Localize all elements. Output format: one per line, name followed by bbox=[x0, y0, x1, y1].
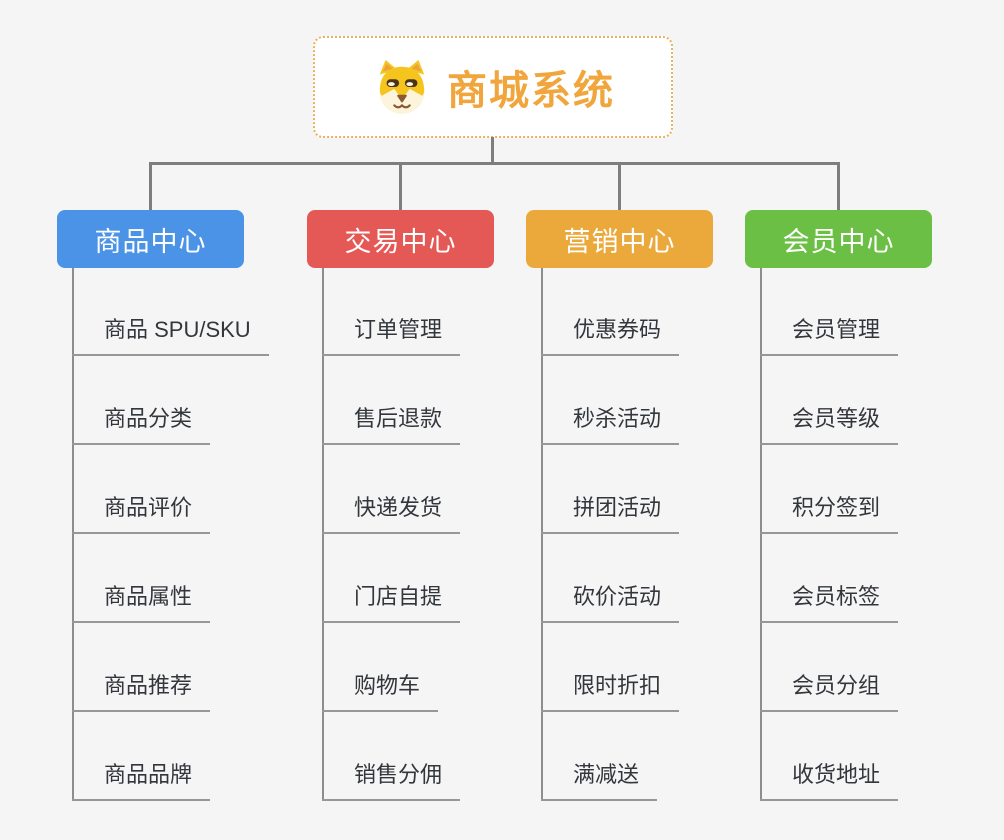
leaf-label: 售后退款 bbox=[354, 406, 443, 431]
connector-child-line bbox=[322, 268, 324, 801]
connector-drop bbox=[149, 162, 152, 210]
connector-drop bbox=[399, 162, 402, 210]
leaf-node[interactable]: 会员等级 bbox=[760, 399, 899, 445]
leaf-label: 积分签到 bbox=[792, 495, 881, 520]
connector-child-line bbox=[541, 268, 543, 801]
leaf-node[interactable]: 限时折扣 bbox=[541, 666, 680, 712]
leaf-node[interactable]: 商品 SPU/SKU bbox=[72, 310, 269, 356]
leaf-label: 商品推荐 bbox=[104, 673, 193, 698]
leaf-label: 销售分佣 bbox=[354, 762, 443, 787]
leaf-node[interactable]: 销售分佣 bbox=[322, 755, 461, 801]
branch-label: 商品中心 bbox=[94, 226, 207, 257]
root-title: 商城系统 bbox=[447, 69, 615, 113]
leaf-node[interactable]: 快递发货 bbox=[322, 488, 461, 534]
leaf-label: 会员标签 bbox=[792, 584, 881, 609]
leaf-label: 商品 SPU/SKU bbox=[104, 317, 251, 342]
connector-drop bbox=[618, 162, 621, 210]
branch-label: 交易中心 bbox=[344, 226, 457, 257]
connector-bus bbox=[149, 162, 840, 165]
leaf-label: 购物车 bbox=[354, 673, 421, 698]
leaf-label: 商品评价 bbox=[104, 495, 193, 520]
branch-box-3[interactable]: 营销中心 bbox=[526, 210, 713, 268]
leaf-node[interactable]: 收货地址 bbox=[760, 755, 899, 801]
leaf-node[interactable]: 商品品牌 bbox=[72, 755, 211, 801]
leaf-node[interactable]: 优惠券码 bbox=[541, 310, 680, 356]
leaf-node[interactable]: 会员管理 bbox=[760, 310, 899, 356]
leaf-node[interactable]: 秒杀活动 bbox=[541, 399, 680, 445]
leaf-node[interactable]: 商品分类 bbox=[72, 399, 211, 445]
leaf-node[interactable]: 商品推荐 bbox=[72, 666, 211, 712]
branch-label: 会员中心 bbox=[782, 226, 895, 257]
leaf-label: 限时折扣 bbox=[573, 673, 662, 698]
leaf-label: 砍价活动 bbox=[573, 584, 662, 609]
leaf-label: 商品品牌 bbox=[104, 762, 193, 787]
leaf-node[interactable]: 积分签到 bbox=[760, 488, 899, 534]
leaf-label: 会员分组 bbox=[792, 673, 881, 698]
leaf-node[interactable]: 售后退款 bbox=[322, 399, 461, 445]
leaf-label: 收货地址 bbox=[792, 762, 881, 787]
leaf-node[interactable]: 满减送 bbox=[541, 755, 658, 801]
leaf-label: 秒杀活动 bbox=[573, 406, 662, 431]
leaf-label: 满减送 bbox=[573, 762, 640, 787]
connector-drop bbox=[837, 162, 840, 210]
leaf-label: 拼团活动 bbox=[573, 495, 662, 520]
leaf-node[interactable]: 购物车 bbox=[322, 666, 439, 712]
connector-child-line bbox=[760, 268, 762, 801]
leaf-label: 订单管理 bbox=[354, 317, 443, 342]
branch-box-1[interactable]: 商品中心 bbox=[57, 210, 244, 268]
leaf-node[interactable]: 商品评价 bbox=[72, 488, 211, 534]
leaf-node[interactable]: 商品属性 bbox=[72, 577, 211, 623]
leaf-node[interactable]: 会员标签 bbox=[760, 577, 899, 623]
root-node[interactable]: 商城系统 bbox=[313, 36, 673, 138]
leaf-node[interactable]: 会员分组 bbox=[760, 666, 899, 712]
branch-box-2[interactable]: 交易中心 bbox=[307, 210, 494, 268]
leaf-label: 商品分类 bbox=[104, 406, 193, 431]
leaf-node[interactable]: 砍价活动 bbox=[541, 577, 680, 623]
leaf-label: 会员管理 bbox=[792, 317, 881, 342]
connector-root-stub bbox=[491, 137, 494, 165]
leaf-label: 会员等级 bbox=[792, 406, 881, 431]
leaf-label: 快递发货 bbox=[354, 495, 443, 520]
shiba-dog-icon bbox=[379, 59, 425, 115]
branch-label: 营销中心 bbox=[563, 226, 676, 257]
leaf-label: 门店自提 bbox=[354, 584, 443, 609]
leaf-label: 商品属性 bbox=[104, 584, 193, 609]
connector-child-line bbox=[72, 268, 74, 801]
branch-box-4[interactable]: 会员中心 bbox=[745, 210, 932, 268]
leaf-node[interactable]: 订单管理 bbox=[322, 310, 461, 356]
leaf-node[interactable]: 门店自提 bbox=[322, 577, 461, 623]
leaf-node[interactable]: 拼团活动 bbox=[541, 488, 680, 534]
leaf-label: 优惠券码 bbox=[573, 317, 662, 342]
